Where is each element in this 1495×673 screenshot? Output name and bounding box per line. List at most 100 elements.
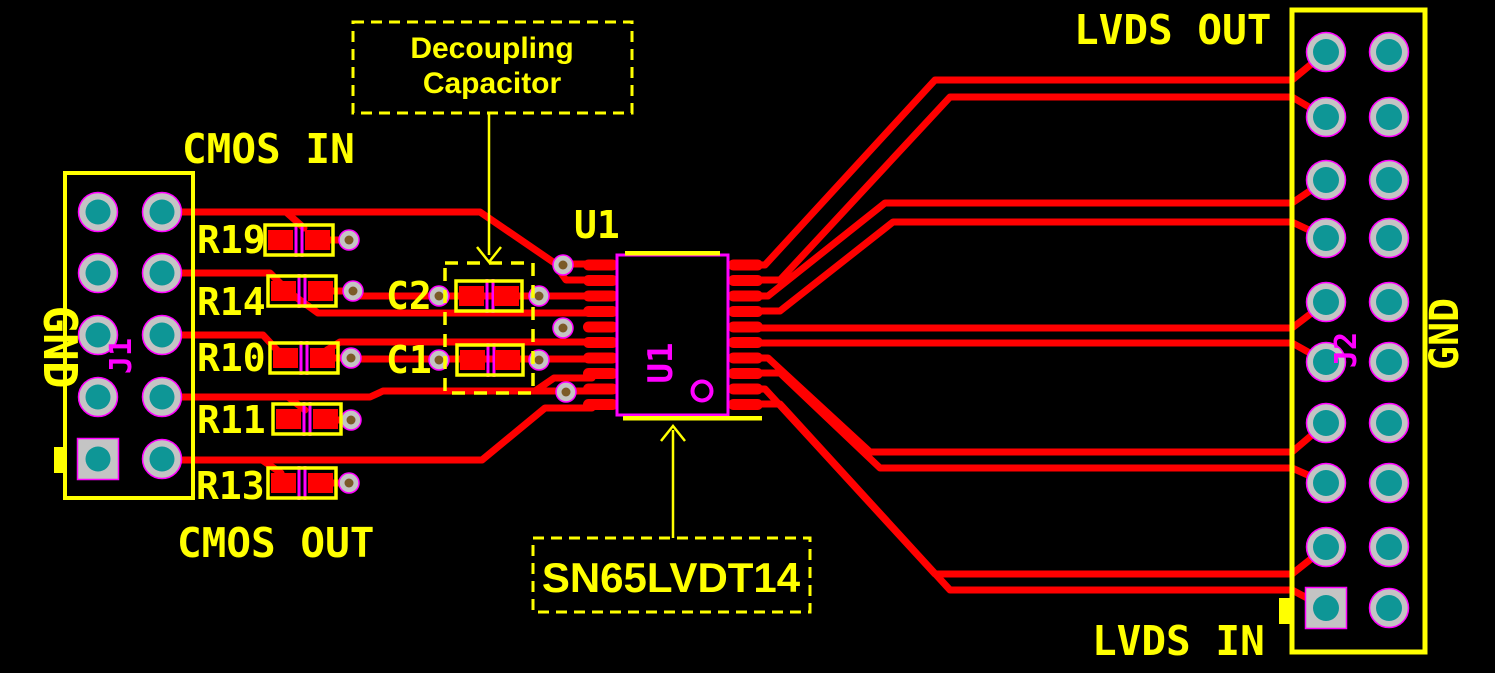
ic-silkscreen-refdes: U1 — [641, 343, 681, 384]
ic-pin — [728, 368, 763, 379]
via-hole — [558, 323, 568, 333]
smd-pad — [271, 281, 296, 301]
ic-pin — [728, 337, 763, 348]
component-outline — [455, 343, 525, 377]
annotation-layer: Decoupling Capacitor SN65LVDT14 — [351, 20, 812, 614]
label-lvds-in: LVDS IN — [1092, 617, 1265, 665]
j1-pads — [76, 191, 183, 481]
plated-hole — [1376, 167, 1402, 193]
ic-pin1-circle-icon — [690, 379, 714, 403]
j1-outline — [63, 171, 195, 500]
plated-hole — [85, 260, 111, 286]
smd-pad — [271, 473, 296, 493]
plated-hole — [85, 322, 111, 348]
component-r14[interactable] — [266, 274, 338, 308]
via-hole — [344, 235, 354, 245]
plated-hole — [1313, 470, 1339, 496]
smd-pad — [308, 281, 333, 301]
capacitor-highlight-box — [443, 261, 535, 395]
via-hole — [346, 353, 356, 363]
plated-hole — [85, 384, 111, 410]
label-r19: R19 — [197, 218, 266, 262]
via-hole — [346, 415, 356, 425]
via-hole — [561, 387, 571, 397]
smd-pad — [273, 348, 298, 368]
pcb-labels: CMOS IN CMOS OUT LVDS OUT LVDS IN GND GN… — [33, 6, 1468, 665]
smd-pad — [459, 286, 484, 306]
part-number-callout-box — [531, 536, 812, 614]
component-outline — [271, 402, 343, 436]
label-u1: U1 — [574, 203, 620, 247]
component-c2[interactable] — [454, 279, 524, 313]
component-outline — [268, 341, 340, 375]
via-hole — [434, 291, 444, 301]
connector-j2[interactable]: J2 — [1279, 7, 1428, 655]
ic-pin — [728, 259, 763, 271]
plated-hole — [149, 199, 175, 225]
ic-pin — [583, 259, 618, 271]
label-r10: R10 — [197, 336, 266, 380]
component-outline — [454, 279, 524, 313]
component-r11[interactable] — [271, 402, 343, 436]
plated-hole — [149, 322, 175, 348]
decoupling-callout-line2: Capacitor — [423, 67, 562, 100]
component-r19[interactable] — [263, 223, 335, 257]
discrete-components — [263, 223, 525, 500]
ic-pin — [728, 399, 763, 410]
plated-hole — [1376, 470, 1402, 496]
smd-pad — [313, 409, 338, 429]
smd-pad — [494, 286, 519, 306]
plated-hole — [1313, 289, 1339, 315]
part-number-arrowhead-icon — [660, 423, 686, 442]
plated-hole — [1313, 104, 1339, 130]
ic-pin — [728, 383, 763, 395]
via-hole — [348, 286, 358, 296]
via-hole — [534, 291, 544, 301]
component-r13[interactable] — [266, 466, 338, 500]
smd-pad — [268, 230, 293, 250]
plated-hole — [1376, 289, 1402, 315]
plated-hole — [1376, 534, 1402, 560]
ic-pin — [583, 337, 618, 348]
ic-pin — [728, 321, 763, 333]
label-r13: R13 — [196, 464, 265, 508]
ic-u1[interactable]: U1 — [583, 251, 763, 421]
via-hole — [344, 478, 354, 488]
label-lvds-out: LVDS OUT — [1074, 6, 1271, 54]
ic-bottom-silk-line — [623, 416, 762, 421]
ic-pin — [728, 290, 763, 302]
plated-hole — [1376, 39, 1402, 65]
label-cmos-out: CMOS OUT — [177, 519, 374, 567]
label-c2: C2 — [386, 274, 432, 318]
smd-pad — [276, 409, 301, 429]
label-cmos-in: CMOS IN — [182, 125, 355, 173]
plated-hole — [149, 446, 175, 472]
plated-hole — [149, 260, 175, 286]
plated-hole — [1313, 410, 1339, 436]
part-number-text: SN65LVDT14 — [542, 554, 801, 601]
label-r14: R14 — [197, 280, 266, 324]
j2-outline — [1289, 7, 1428, 655]
ic-pin — [583, 321, 618, 333]
smd-pad — [460, 350, 485, 370]
ic-pin — [728, 352, 763, 364]
ic-pin — [583, 399, 618, 410]
component-r10[interactable] — [268, 341, 340, 375]
plated-hole — [85, 199, 111, 225]
component-outline — [263, 223, 335, 257]
plated-hole — [1313, 595, 1339, 621]
component-outline — [266, 466, 338, 500]
label-r11: R11 — [197, 398, 266, 442]
label-c1: C1 — [386, 338, 432, 382]
plated-hole — [1313, 39, 1339, 65]
ic-pin — [583, 275, 618, 286]
via-hole — [558, 260, 568, 270]
ic-pin — [728, 275, 763, 286]
smd-pad — [308, 473, 333, 493]
component-c1[interactable] — [455, 343, 525, 377]
plated-hole — [1376, 410, 1402, 436]
connector-j1[interactable]: J1 — [54, 171, 195, 500]
plated-hole — [85, 446, 111, 472]
j1-refdes: J1 — [104, 338, 139, 374]
